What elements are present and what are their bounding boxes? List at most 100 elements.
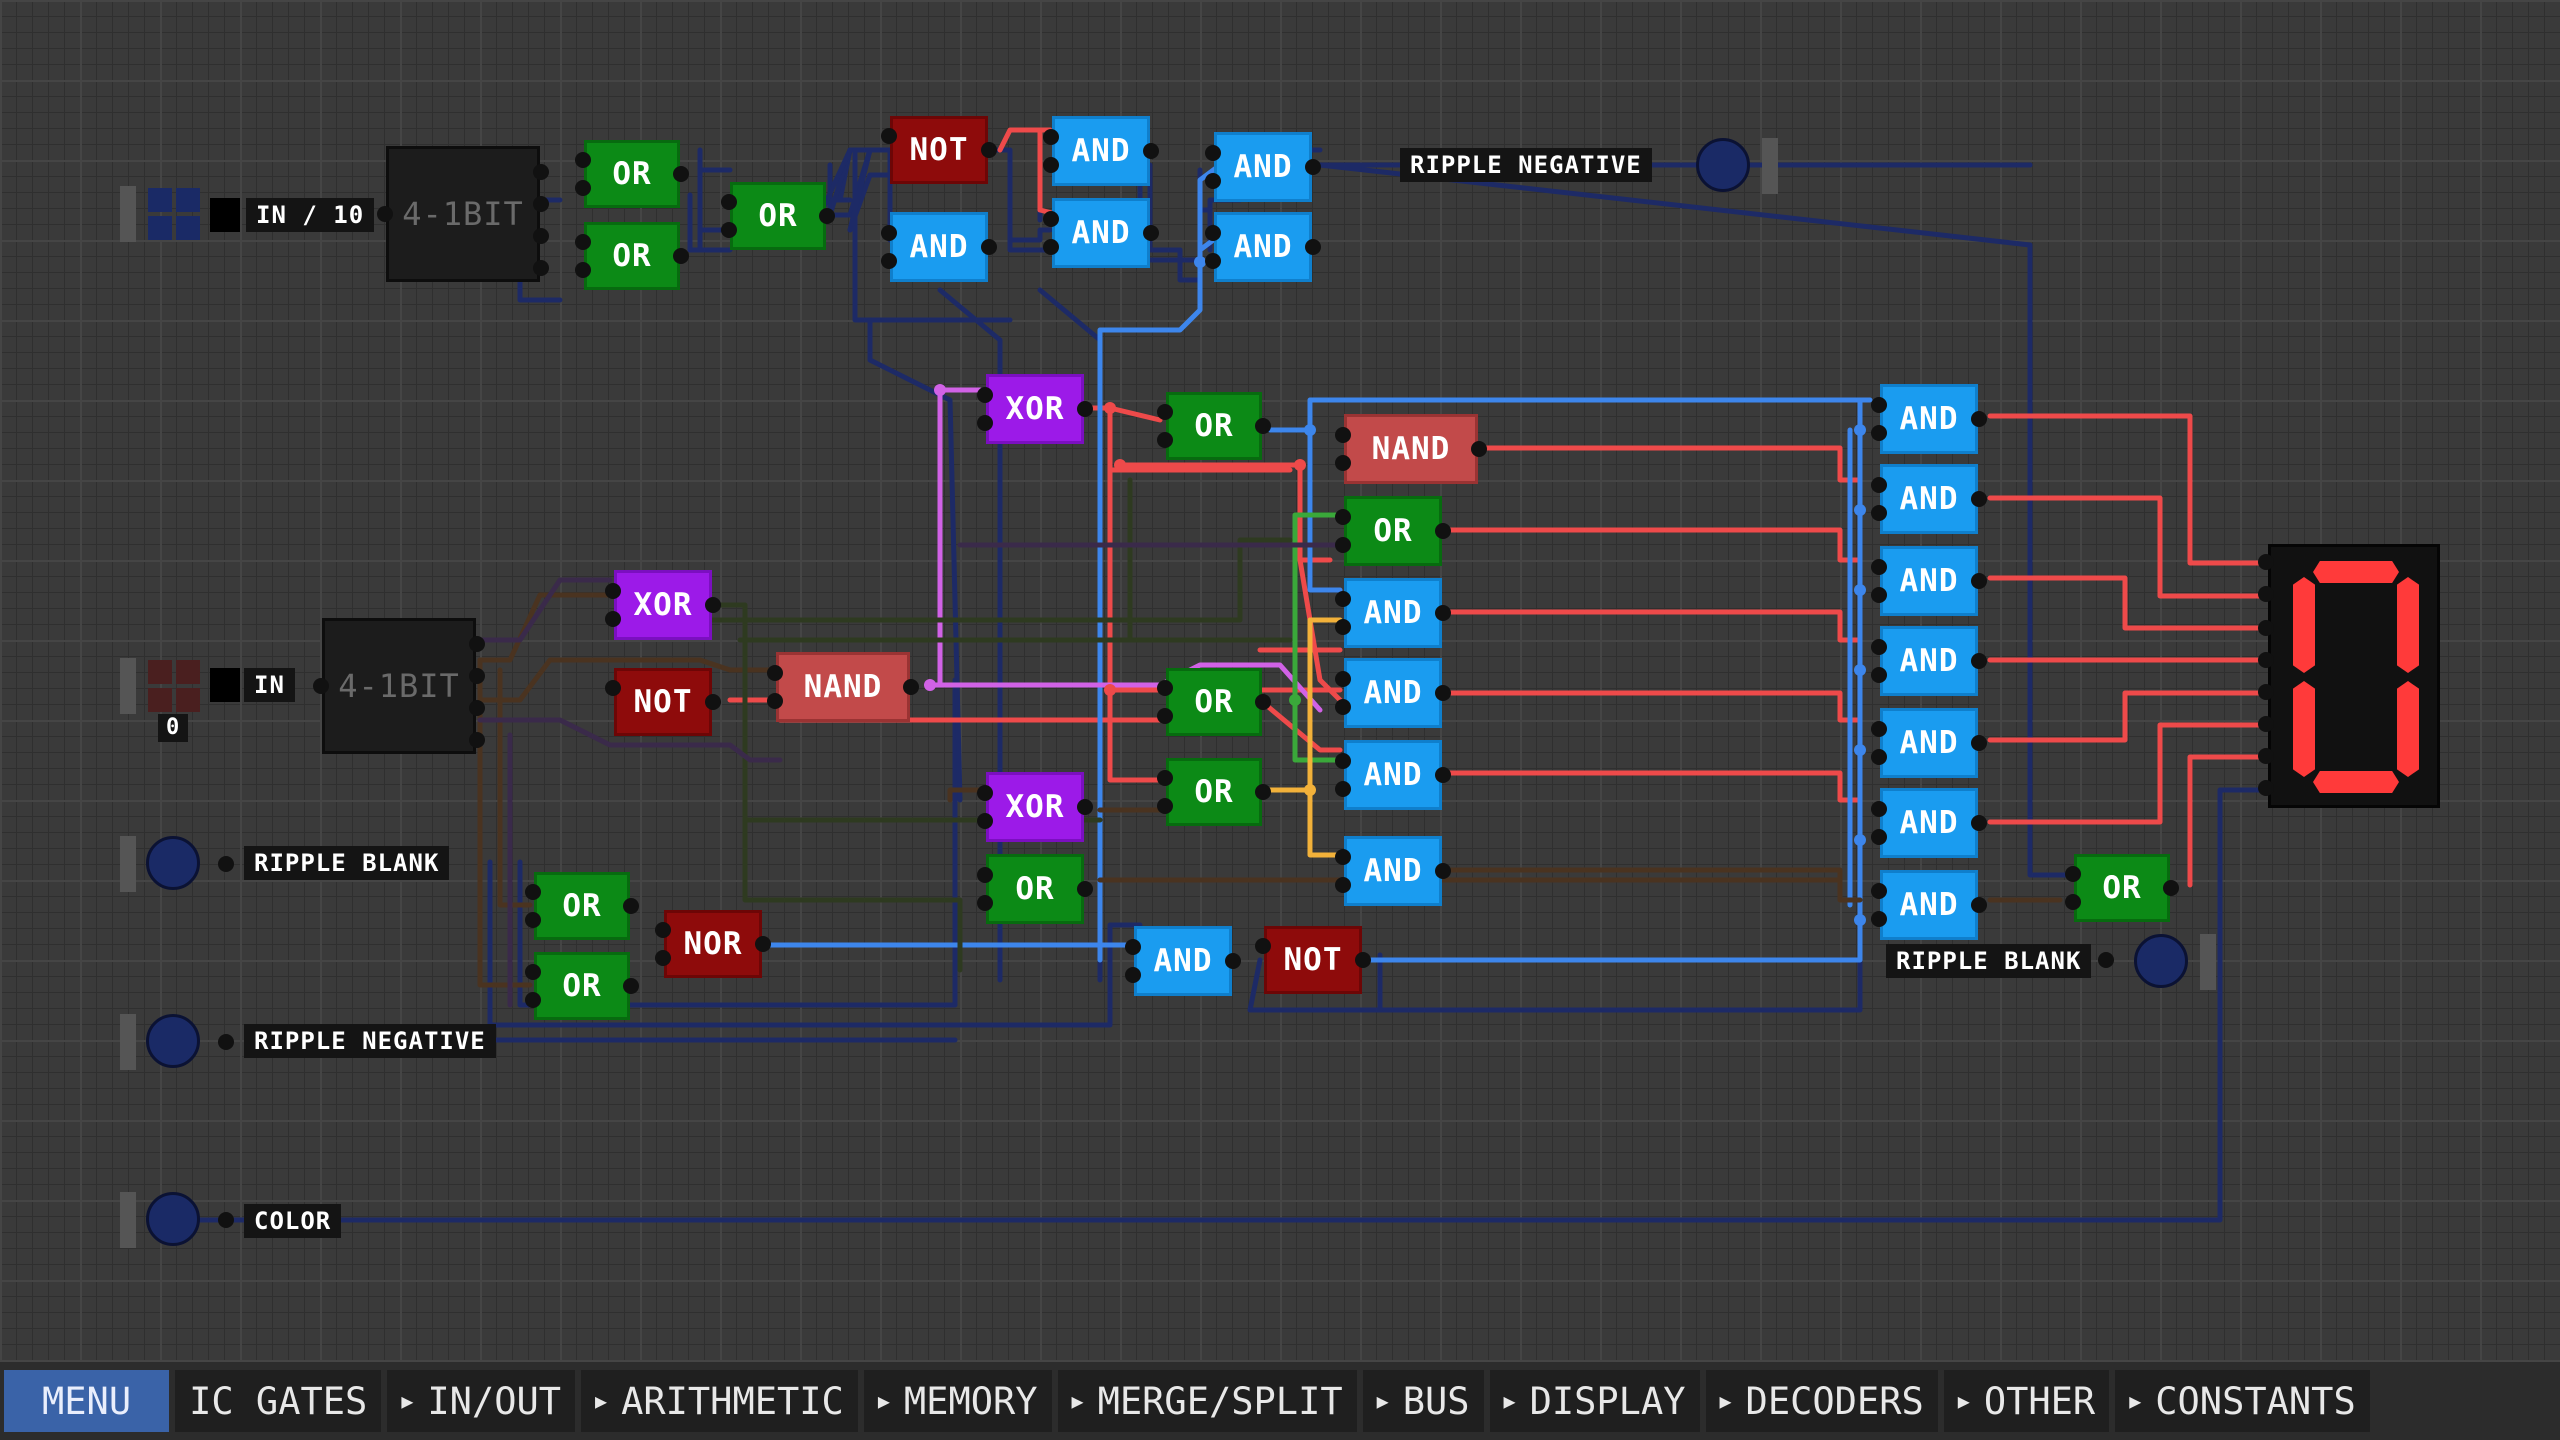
gate-pin[interactable] bbox=[767, 665, 783, 681]
gate-pin[interactable] bbox=[1335, 877, 1351, 893]
gate-pin[interactable] bbox=[1971, 897, 1987, 913]
gate-pin[interactable] bbox=[1125, 967, 1141, 983]
gate-pin[interactable] bbox=[1157, 770, 1173, 787]
input-keypad-icon[interactable] bbox=[146, 186, 202, 242]
gate-pin[interactable] bbox=[1255, 418, 1271, 434]
circuit-board[interactable]: IN / 10 4-1BIT OR OR OR NOT AND AND AND … bbox=[0, 0, 2560, 1362]
gate-pin[interactable] bbox=[623, 898, 639, 914]
tab-ic-gates[interactable]: IC GATES bbox=[175, 1370, 382, 1432]
node-handle[interactable] bbox=[120, 186, 136, 242]
and-gate[interactable]: AND bbox=[1344, 658, 1442, 728]
and-gate[interactable]: AND bbox=[1880, 546, 1978, 616]
or-gate[interactable]: OR bbox=[1166, 392, 1262, 460]
and-gate[interactable]: AND bbox=[1344, 578, 1442, 648]
and-gate[interactable]: AND bbox=[1214, 212, 1312, 282]
gate-pin[interactable] bbox=[1205, 225, 1221, 241]
and-gate[interactable]: AND bbox=[1134, 926, 1232, 996]
gate-pin[interactable] bbox=[1205, 253, 1221, 269]
nand-gate[interactable]: NAND bbox=[776, 652, 910, 722]
tab-memory[interactable]: ▶MEMORY bbox=[863, 1370, 1052, 1432]
node-handle[interactable] bbox=[2200, 934, 2216, 990]
gate-pin[interactable] bbox=[1871, 883, 1887, 899]
gate-pin[interactable] bbox=[977, 895, 993, 911]
tab-bus[interactable]: ▶BUS bbox=[1362, 1370, 1484, 1432]
xor-gate[interactable]: XOR bbox=[614, 570, 712, 640]
gate-pin[interactable] bbox=[1043, 157, 1059, 173]
node-handle[interactable] bbox=[120, 836, 136, 892]
gate-pin[interactable] bbox=[881, 225, 897, 241]
gate-pin[interactable] bbox=[575, 152, 591, 169]
tab-arithmetic[interactable]: ▶ARITHMETIC bbox=[581, 1370, 858, 1432]
gate-pin[interactable] bbox=[1871, 425, 1887, 441]
or-gate[interactable]: OR bbox=[2074, 854, 2170, 922]
gate-pin[interactable] bbox=[1971, 491, 1987, 507]
ic-4-1bit-mid[interactable]: 4-1BIT bbox=[322, 618, 476, 754]
not-gate[interactable]: NOT bbox=[1264, 926, 1362, 994]
and-gate[interactable]: AND bbox=[1344, 836, 1442, 906]
and-gate[interactable]: AND bbox=[1052, 116, 1150, 186]
output-led-icon[interactable] bbox=[1696, 138, 1750, 192]
gate-pin[interactable] bbox=[533, 164, 549, 180]
gate-pin[interactable] bbox=[1871, 397, 1887, 413]
gate-pin[interactable] bbox=[1305, 159, 1321, 175]
gate-pin[interactable] bbox=[1435, 605, 1451, 621]
gate-pin[interactable] bbox=[1971, 815, 1987, 831]
or-gate[interactable]: OR bbox=[1166, 758, 1262, 826]
tab-in-out[interactable]: ▶IN/OUT bbox=[387, 1370, 576, 1432]
gate-pin[interactable] bbox=[1871, 587, 1887, 603]
input-keypad-icon[interactable] bbox=[146, 658, 202, 714]
gate-pin[interactable] bbox=[623, 978, 639, 994]
gate-pin[interactable] bbox=[705, 694, 721, 710]
gate-pin[interactable] bbox=[1335, 781, 1351, 797]
gate-pin[interactable] bbox=[755, 936, 771, 952]
gate-pin[interactable] bbox=[1225, 953, 1241, 969]
gate-pin[interactable] bbox=[1871, 667, 1887, 683]
tab-decoders[interactable]: ▶DECODERS bbox=[1705, 1370, 1938, 1432]
and-gate[interactable]: AND bbox=[1344, 740, 1442, 810]
and-gate[interactable]: AND bbox=[1880, 464, 1978, 534]
gate-pin[interactable] bbox=[721, 194, 737, 211]
gate-pin[interactable] bbox=[1871, 749, 1887, 765]
gate-pin[interactable] bbox=[705, 597, 721, 613]
gate-pin[interactable] bbox=[575, 261, 591, 278]
gate-pin[interactable] bbox=[377, 206, 393, 222]
gate-pin[interactable] bbox=[1871, 911, 1887, 927]
node-handle[interactable] bbox=[120, 658, 136, 714]
and-gate[interactable]: AND bbox=[890, 212, 988, 282]
gate-pin[interactable] bbox=[1157, 797, 1173, 814]
and-gate[interactable]: AND bbox=[1880, 870, 1978, 940]
not-gate[interactable]: NOT bbox=[614, 668, 712, 736]
gate-pin[interactable] bbox=[977, 415, 993, 431]
gate-pin[interactable] bbox=[1043, 239, 1059, 255]
gate-pin[interactable] bbox=[1871, 801, 1887, 817]
gate-pin[interactable] bbox=[1205, 145, 1221, 161]
not-gate[interactable]: NOT bbox=[890, 116, 988, 184]
gate-pin[interactable] bbox=[1435, 767, 1451, 783]
or-gate[interactable]: OR bbox=[1166, 668, 1262, 736]
menu-button[interactable]: MENU bbox=[4, 1370, 170, 1432]
gate-pin[interactable] bbox=[1335, 849, 1351, 865]
gate-pin[interactable] bbox=[1971, 653, 1987, 669]
gate-pin[interactable] bbox=[1255, 938, 1271, 955]
gate-pin[interactable] bbox=[605, 611, 621, 627]
gate-pin[interactable] bbox=[1305, 239, 1321, 255]
gate-pin[interactable] bbox=[1871, 477, 1887, 493]
gate-pin[interactable] bbox=[881, 128, 897, 145]
node-handle[interactable] bbox=[120, 1192, 136, 1248]
gate-pin[interactable] bbox=[1335, 509, 1351, 525]
gate-pin[interactable] bbox=[1143, 225, 1159, 241]
gate-pin[interactable] bbox=[533, 260, 549, 276]
gate-pin[interactable] bbox=[1077, 401, 1093, 417]
gate-pin[interactable] bbox=[1871, 721, 1887, 737]
gate-pin[interactable] bbox=[533, 228, 549, 244]
gate-pin[interactable] bbox=[1871, 559, 1887, 575]
gate-pin[interactable] bbox=[469, 636, 485, 652]
gate-pin[interactable] bbox=[533, 196, 549, 212]
gate-pin[interactable] bbox=[2065, 866, 2081, 883]
tab-display[interactable]: ▶DISPLAY bbox=[1489, 1370, 1700, 1432]
gate-pin[interactable] bbox=[977, 813, 993, 829]
gate-pin[interactable] bbox=[2163, 880, 2179, 896]
gate-pin[interactable] bbox=[1871, 639, 1887, 655]
gate-pin[interactable] bbox=[1125, 939, 1141, 955]
gate-pin[interactable] bbox=[1335, 699, 1351, 715]
